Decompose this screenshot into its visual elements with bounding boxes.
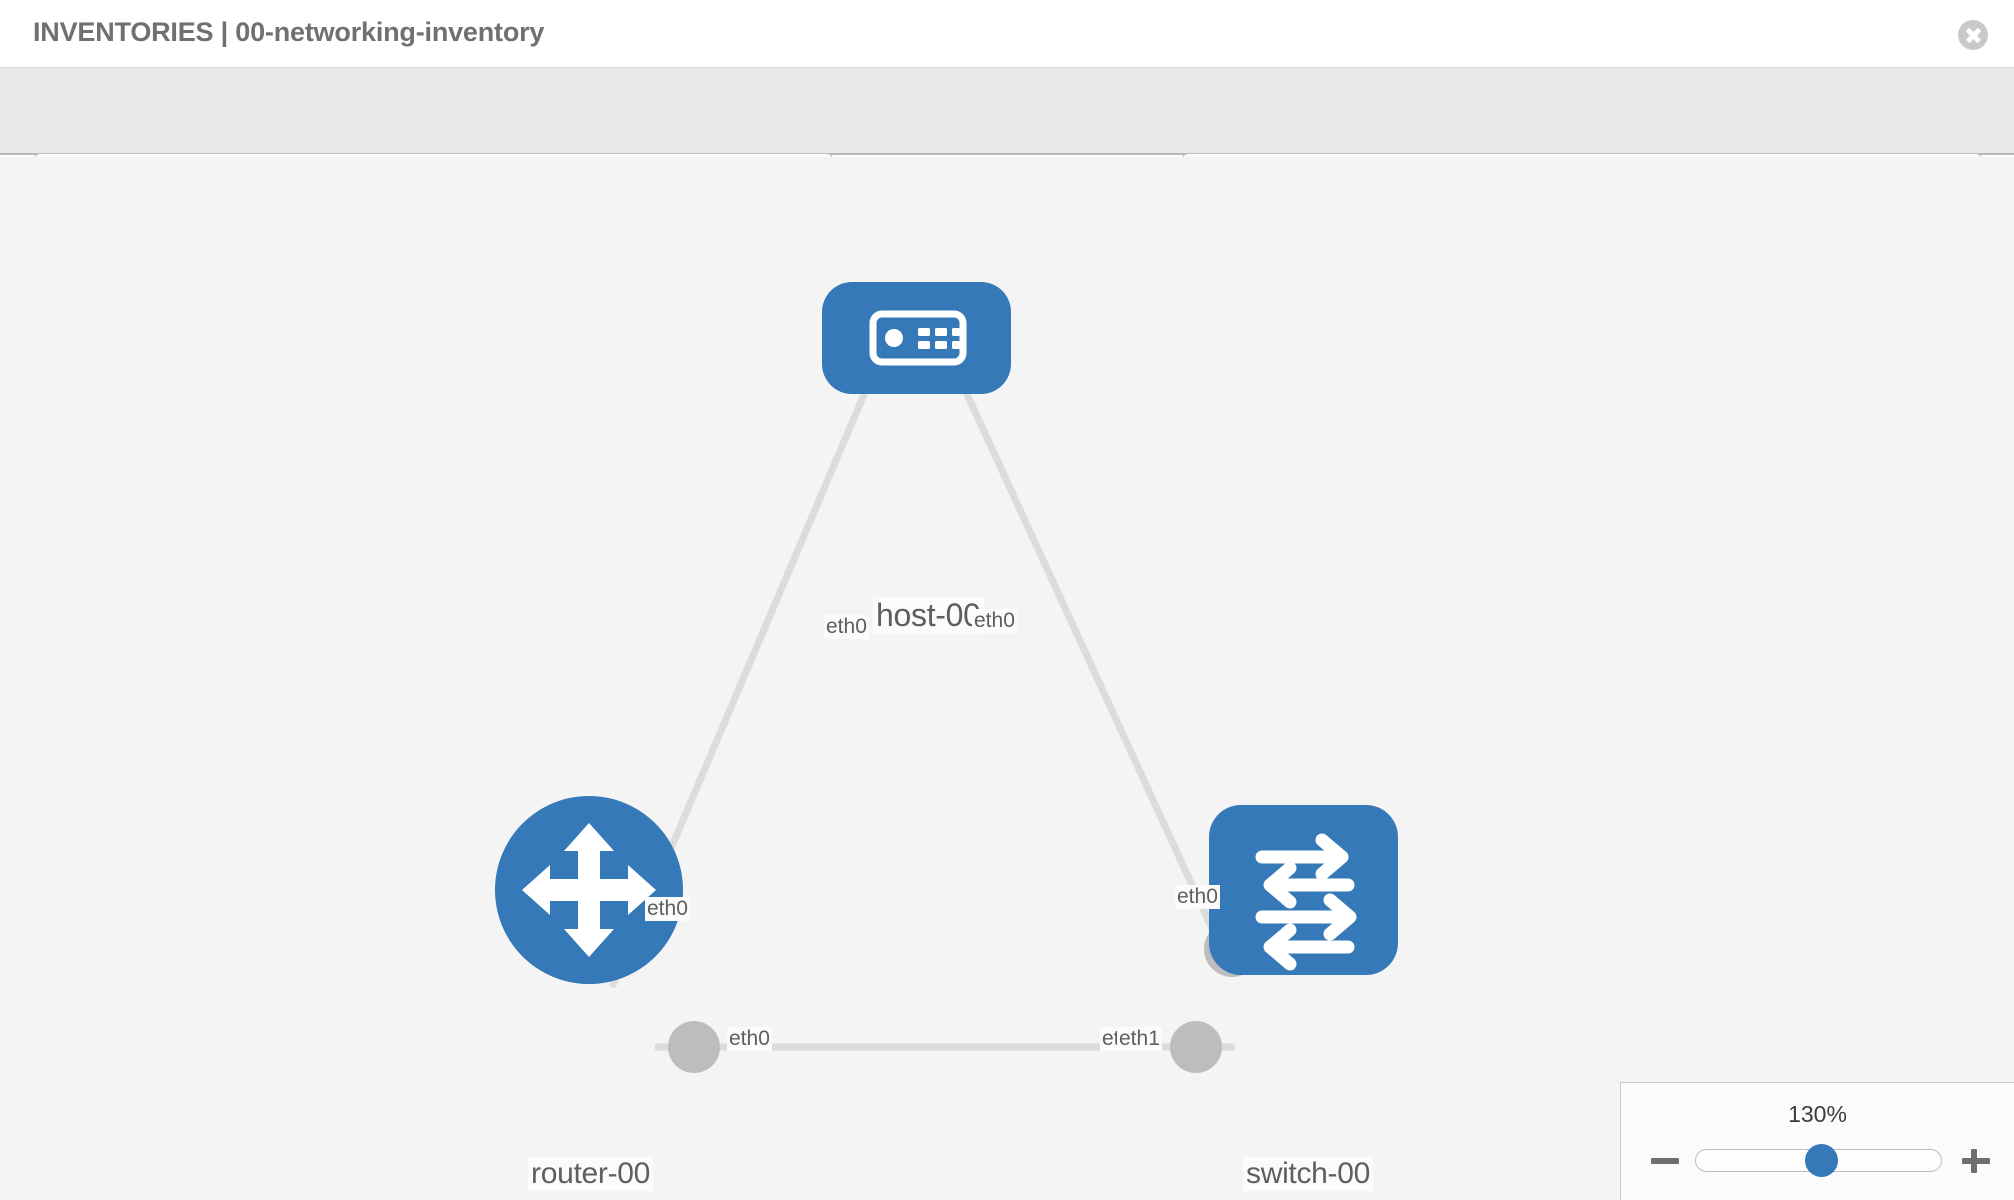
connector-router-right bbox=[668, 1021, 720, 1073]
connector-group bbox=[668, 309, 1260, 1073]
edge-label-router-eth0-up: eth0 bbox=[645, 897, 690, 921]
zoom-control-panel: 130% bbox=[1620, 1082, 2014, 1200]
close-icon[interactable] bbox=[1958, 20, 1988, 50]
page-title: INVENTORIES | 00-networking-inventory bbox=[33, 17, 545, 47]
zoom-slider-thumb[interactable] bbox=[1804, 1144, 1838, 1177]
edge-label-host-eth0-right: eth0 bbox=[972, 609, 1017, 633]
edge-label-router-eth0-right: eth0 bbox=[727, 1027, 772, 1051]
toolbar: ACTIONS SEARCH bbox=[0, 68, 2014, 207]
topology-graph bbox=[495, 282, 1398, 1073]
server-device-icon bbox=[869, 310, 967, 366]
node-switch-00 bbox=[1209, 805, 1398, 975]
zoom-slider-row bbox=[1621, 1141, 2014, 1181]
zoom-slider-track[interactable] bbox=[1695, 1144, 1942, 1177]
edge-group bbox=[608, 355, 1235, 1051]
zoom-out-button[interactable] bbox=[1649, 1145, 1681, 1177]
switch-arrows-icon bbox=[1255, 833, 1357, 971]
edge-host-switch bbox=[946, 355, 1229, 959]
edge-label-switch-eth1-left: eth1 bbox=[1117, 1027, 1162, 1051]
node-label-switch-00: switch-00 bbox=[1243, 1157, 1374, 1191]
server-device-icon-dots bbox=[918, 328, 960, 349]
zoom-in-button[interactable] bbox=[1960, 1145, 1992, 1177]
page-header: INVENTORIES | 00-networking-inventory bbox=[0, 0, 2014, 68]
topology-canvas[interactable]: host-00 eth0 eth0 eth0 eth0 eth0 eth0 et… bbox=[0, 157, 2014, 1200]
node-host-00 bbox=[822, 282, 1011, 394]
node-router-00 bbox=[495, 796, 683, 984]
minus-icon bbox=[1651, 1158, 1679, 1164]
node-label-router-00: router-00 bbox=[528, 1157, 654, 1191]
connector-switch-left bbox=[1170, 1021, 1222, 1073]
zoom-level-value: 130% bbox=[1788, 1101, 1847, 1127]
edge-label-switch-eth0-up: eth0 bbox=[1175, 885, 1220, 909]
plus-icon bbox=[1971, 1149, 1977, 1173]
router-arrows-icon bbox=[522, 823, 656, 957]
node-label-host-00: host-00 bbox=[873, 597, 984, 634]
edge-label-host-eth0-left: eth0 bbox=[824, 615, 869, 639]
